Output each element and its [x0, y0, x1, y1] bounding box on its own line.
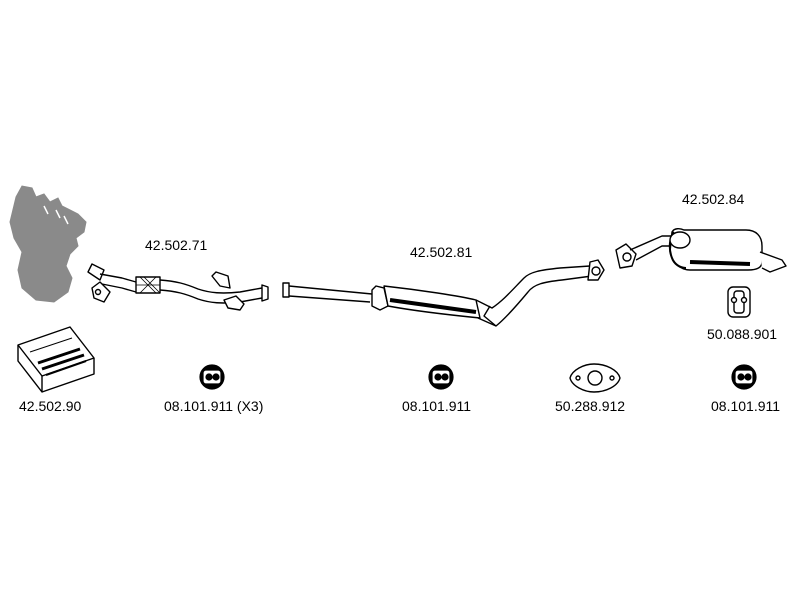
part-number-front-pipe: 42.502.71 — [145, 237, 208, 253]
rubber-mount-icon[interactable] — [731, 364, 757, 390]
exhaust-manifold-catalyst-icon[interactable] — [9, 185, 87, 303]
rubber-mount-icon[interactable] — [428, 364, 454, 390]
front-pipe-flex-icon[interactable] — [87, 263, 269, 311]
part-number-mounting-kit: 42.502.90 — [19, 398, 82, 414]
part-number-rubber-hanger: 50.088.901 — [707, 326, 778, 342]
part-number-center-muffler: 42.502.81 — [410, 244, 473, 260]
flange-gasket-icon[interactable] — [569, 363, 621, 393]
rubber-mount-icon[interactable] — [199, 364, 225, 390]
part-number-rear-muffler: 42.502.84 — [682, 191, 745, 207]
part-number-mount-rear: 08.101.911 — [711, 398, 781, 414]
part-number-mount-center: 08.101.911 — [402, 398, 472, 414]
part-number-mount-front: 08.101.911 (X3) — [164, 398, 264, 414]
part-number-gasket: 50.288.912 — [555, 398, 626, 414]
rubber-hanger-icon[interactable] — [727, 286, 751, 318]
mounting-kit-box-icon[interactable] — [17, 326, 95, 393]
center-silencer-pipe-icon[interactable] — [282, 259, 605, 327]
rear-silencer-icon[interactable] — [615, 227, 787, 273]
